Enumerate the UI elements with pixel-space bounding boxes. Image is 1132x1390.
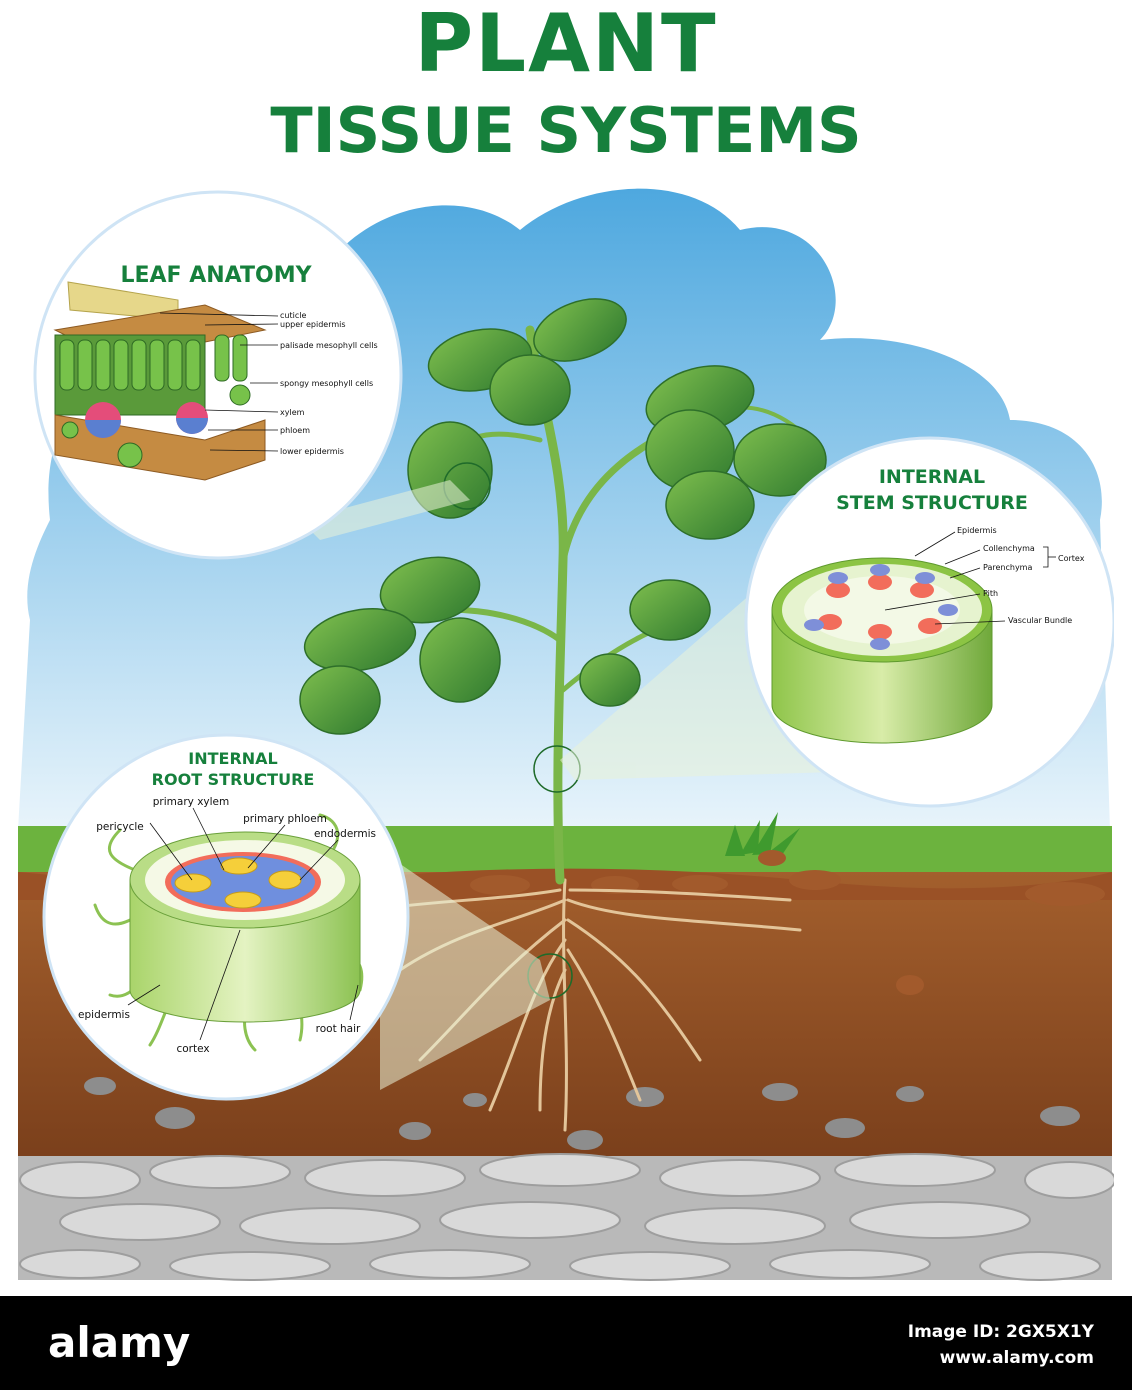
root-label-root-hair: root hair bbox=[316, 1023, 361, 1035]
root-structure-inset: INTERNAL ROOT STRUCTURE bbox=[42, 733, 410, 1101]
root-label-cortex: cortex bbox=[176, 1043, 209, 1055]
leaf-anatomy-inset: LEAF ANATOMY bbox=[33, 190, 403, 560]
root-label-endodermis: endodermis bbox=[314, 828, 376, 840]
alamy-logo: alamy bbox=[48, 1318, 191, 1367]
root-heading-line1: INTERNAL bbox=[188, 749, 277, 768]
root-label-primary-phloem: primary phloem bbox=[243, 813, 327, 825]
title-tissue-systems: TISSUE SYSTEMS bbox=[270, 94, 862, 167]
site-url: www.alamy.com bbox=[939, 1348, 1094, 1368]
stem-vascular-bundles bbox=[804, 564, 958, 650]
root-label-primary-xylem: primary xylem bbox=[153, 796, 229, 808]
leaf-label-palisade: palisade mesophyll cells bbox=[280, 341, 378, 350]
image-id: Image ID: 2GX5X1Y bbox=[907, 1322, 1094, 1342]
leaf-label-lower-epidermis: lower epidermis bbox=[280, 447, 344, 456]
stem-heading-line2: STEM STRUCTURE bbox=[836, 492, 1028, 514]
grass-tuft bbox=[725, 812, 800, 866]
leaf-label-cuticle: cuticle bbox=[280, 311, 306, 320]
root-heading-line2: ROOT STRUCTURE bbox=[152, 770, 315, 789]
leaf-anatomy-heading: LEAF ANATOMY bbox=[120, 263, 312, 288]
watermark-footer bbox=[0, 1296, 1132, 1390]
root-label-pericycle: pericycle bbox=[96, 821, 144, 833]
plant-leaves bbox=[299, 298, 827, 735]
stem-label-parenchyma: Parenchyma bbox=[983, 563, 1032, 572]
stem-heading-line1: INTERNAL bbox=[879, 466, 985, 488]
leaf-label-xylem: xylem bbox=[280, 408, 305, 417]
stem-label-vascular-bundle: Vascular Bundle bbox=[1008, 616, 1072, 625]
title-plant: PLANT bbox=[414, 0, 718, 90]
root-xylem-phloem bbox=[174, 857, 302, 909]
stem-structure-inset: INTERNAL STEM STRUCTURE bbox=[744, 436, 1114, 808]
leaf-label-spongy: spongy mesophyll cells bbox=[280, 379, 373, 388]
leaf-label-upper-epidermis: upper epidermis bbox=[280, 320, 346, 329]
stem-label-epidermis: Epidermis bbox=[957, 526, 997, 535]
diagram-scene: LEAF ANATOMY bbox=[18, 188, 1114, 1281]
stem-label-cortex: Cortex bbox=[1058, 554, 1085, 563]
stem-label-pith: Pith bbox=[983, 589, 998, 598]
leaf-label-phloem: phloem bbox=[280, 426, 310, 435]
stem-label-collenchyma: Collenchyma bbox=[983, 544, 1035, 553]
root-label-epidermis: epidermis bbox=[78, 1009, 130, 1021]
rock-stones bbox=[19, 1153, 1114, 1281]
